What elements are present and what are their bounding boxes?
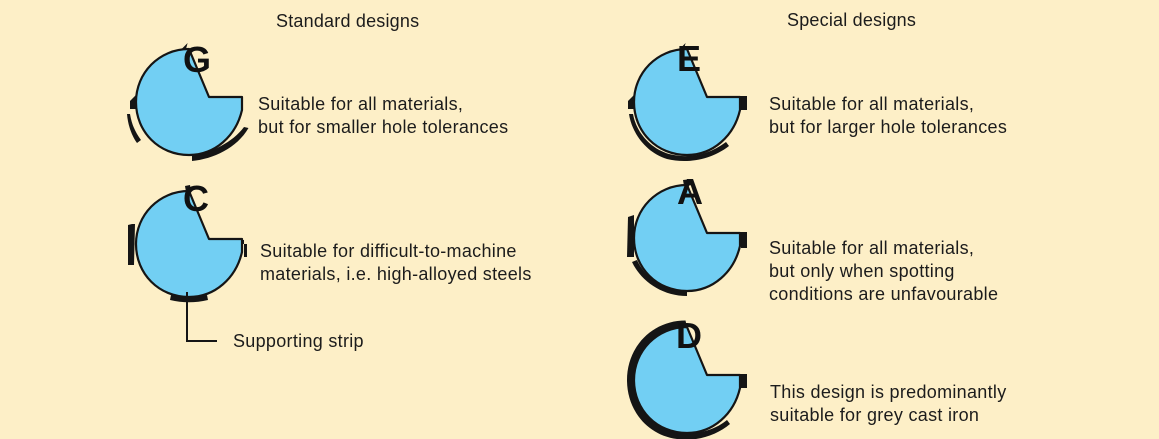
design-c-description: Suitable for difficult-to-machine materi… [260,240,532,286]
design-e-line-1: Suitable for all materials, [769,94,975,114]
design-a-margin-band-3 [740,232,747,248]
design-a-description: Suitable for all materials, but only whe… [769,237,998,306]
design-d-face [632,325,742,435]
heading-special-designs: Special designs [787,10,917,30]
design-a-letter: A [677,171,703,212]
design-g-line-2: but for smaller hole tolerances [258,117,509,137]
design-c-line-2: materials, i.e. high-alloyed steels [260,264,532,284]
design-g-line-1: Suitable for all materials, [258,94,464,114]
design-d-margin-band [627,320,730,439]
design-d-letter: D [676,315,702,356]
design-e-letter: E [677,38,702,79]
design-e-margin-band-2 [740,96,747,110]
design-c-face [134,189,244,299]
design-c-line-1: Suitable for difficult-to-machine [260,241,517,261]
design-a-line-1: Suitable for all materials, [769,238,975,258]
supporting-strip-leader-line [186,292,217,342]
design-c-icon [128,185,247,303]
design-e-margin-band-3 [629,114,729,162]
design-d-line-2: suitable for grey cast iron [770,405,980,425]
heading-standard-designs: Standard designs [276,11,420,31]
design-g-margin-band-3 [127,114,141,143]
design-g-icon [127,43,249,161]
design-d-margin-band-2 [740,374,747,388]
design-d-line-1: This design is predominantly [770,382,1007,402]
design-a-line-3: conditions are unfavourable [769,284,999,304]
design-a-face [632,183,742,293]
design-d-description: This design is predominantly suitable fo… [770,381,1007,427]
design-d-icon [627,320,747,439]
design-e-description: Suitable for all materials, but for larg… [769,93,1007,139]
design-g-description: Suitable for all materials, but for smal… [258,93,508,139]
design-g-face [134,47,244,157]
design-c-margin-band-2 [128,224,135,265]
design-a-margin-band-4 [632,260,687,296]
design-a-icon [627,179,747,296]
design-e-line-2: but for larger hole tolerances [769,117,1008,137]
design-e-icon [628,43,747,162]
supporting-strip-label: Supporting strip [233,331,364,351]
design-g-letter: G [183,39,212,80]
design-a-line-2: but only when spotting [769,261,955,281]
design-e-face [632,47,742,157]
design-a-margin-band-2 [627,215,634,257]
design-c-letter: C [183,178,209,219]
